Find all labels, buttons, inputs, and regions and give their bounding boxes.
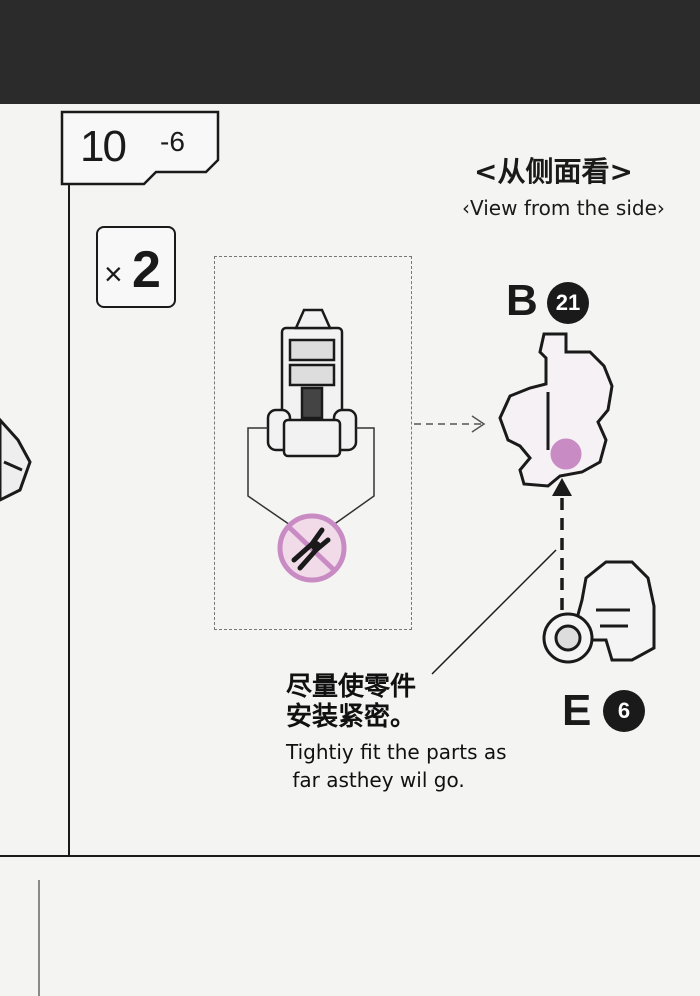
runner-part [266, 308, 358, 458]
part-e-number-badge: 6 [603, 690, 645, 732]
quantity-prefix: × [104, 256, 123, 292]
instruction-cn-line2: 安装紧密。 [286, 702, 417, 732]
sprue-lines [247, 427, 375, 541]
step-tab: 10 -6 [60, 110, 230, 186]
next-panel-divider [38, 880, 40, 996]
panel-divider-vertical [68, 112, 70, 857]
callout-leader-line [431, 549, 557, 675]
quantity-count: 2 [132, 241, 161, 299]
panel-divider-horizontal [0, 855, 700, 857]
instruction-en-line1: Tightiy fit the parts as [286, 740, 507, 764]
step-number: 10 [80, 122, 127, 171]
part-e-letter: E [562, 686, 592, 735]
step-substep: -6 [160, 126, 185, 157]
left-edge-part [0, 417, 32, 502]
part-b21-shape [498, 332, 614, 488]
quantity-badge: × 2 [96, 226, 176, 308]
arrow-up-icon [552, 478, 572, 610]
arrow-right-icon [414, 415, 486, 433]
detail-dashed-box [214, 256, 412, 630]
no-nipper-icon [277, 513, 347, 583]
view-note-en: ‹View from the side› [462, 196, 665, 220]
view-note-cn: <从侧面看> [474, 155, 633, 188]
part-b-number-badge: 21 [547, 282, 589, 324]
step-tab-frame [60, 110, 220, 186]
instruction-en-line2: far asthey wil go. [286, 768, 465, 792]
part-e6-shape [542, 560, 656, 664]
instruction-callout: 尽量使零件 安装紧密。 Tightiy fit the parts as far… [286, 672, 507, 794]
part-b-letter: B [506, 276, 538, 325]
instruction-cn-line1: 尽量使零件 [286, 672, 417, 702]
